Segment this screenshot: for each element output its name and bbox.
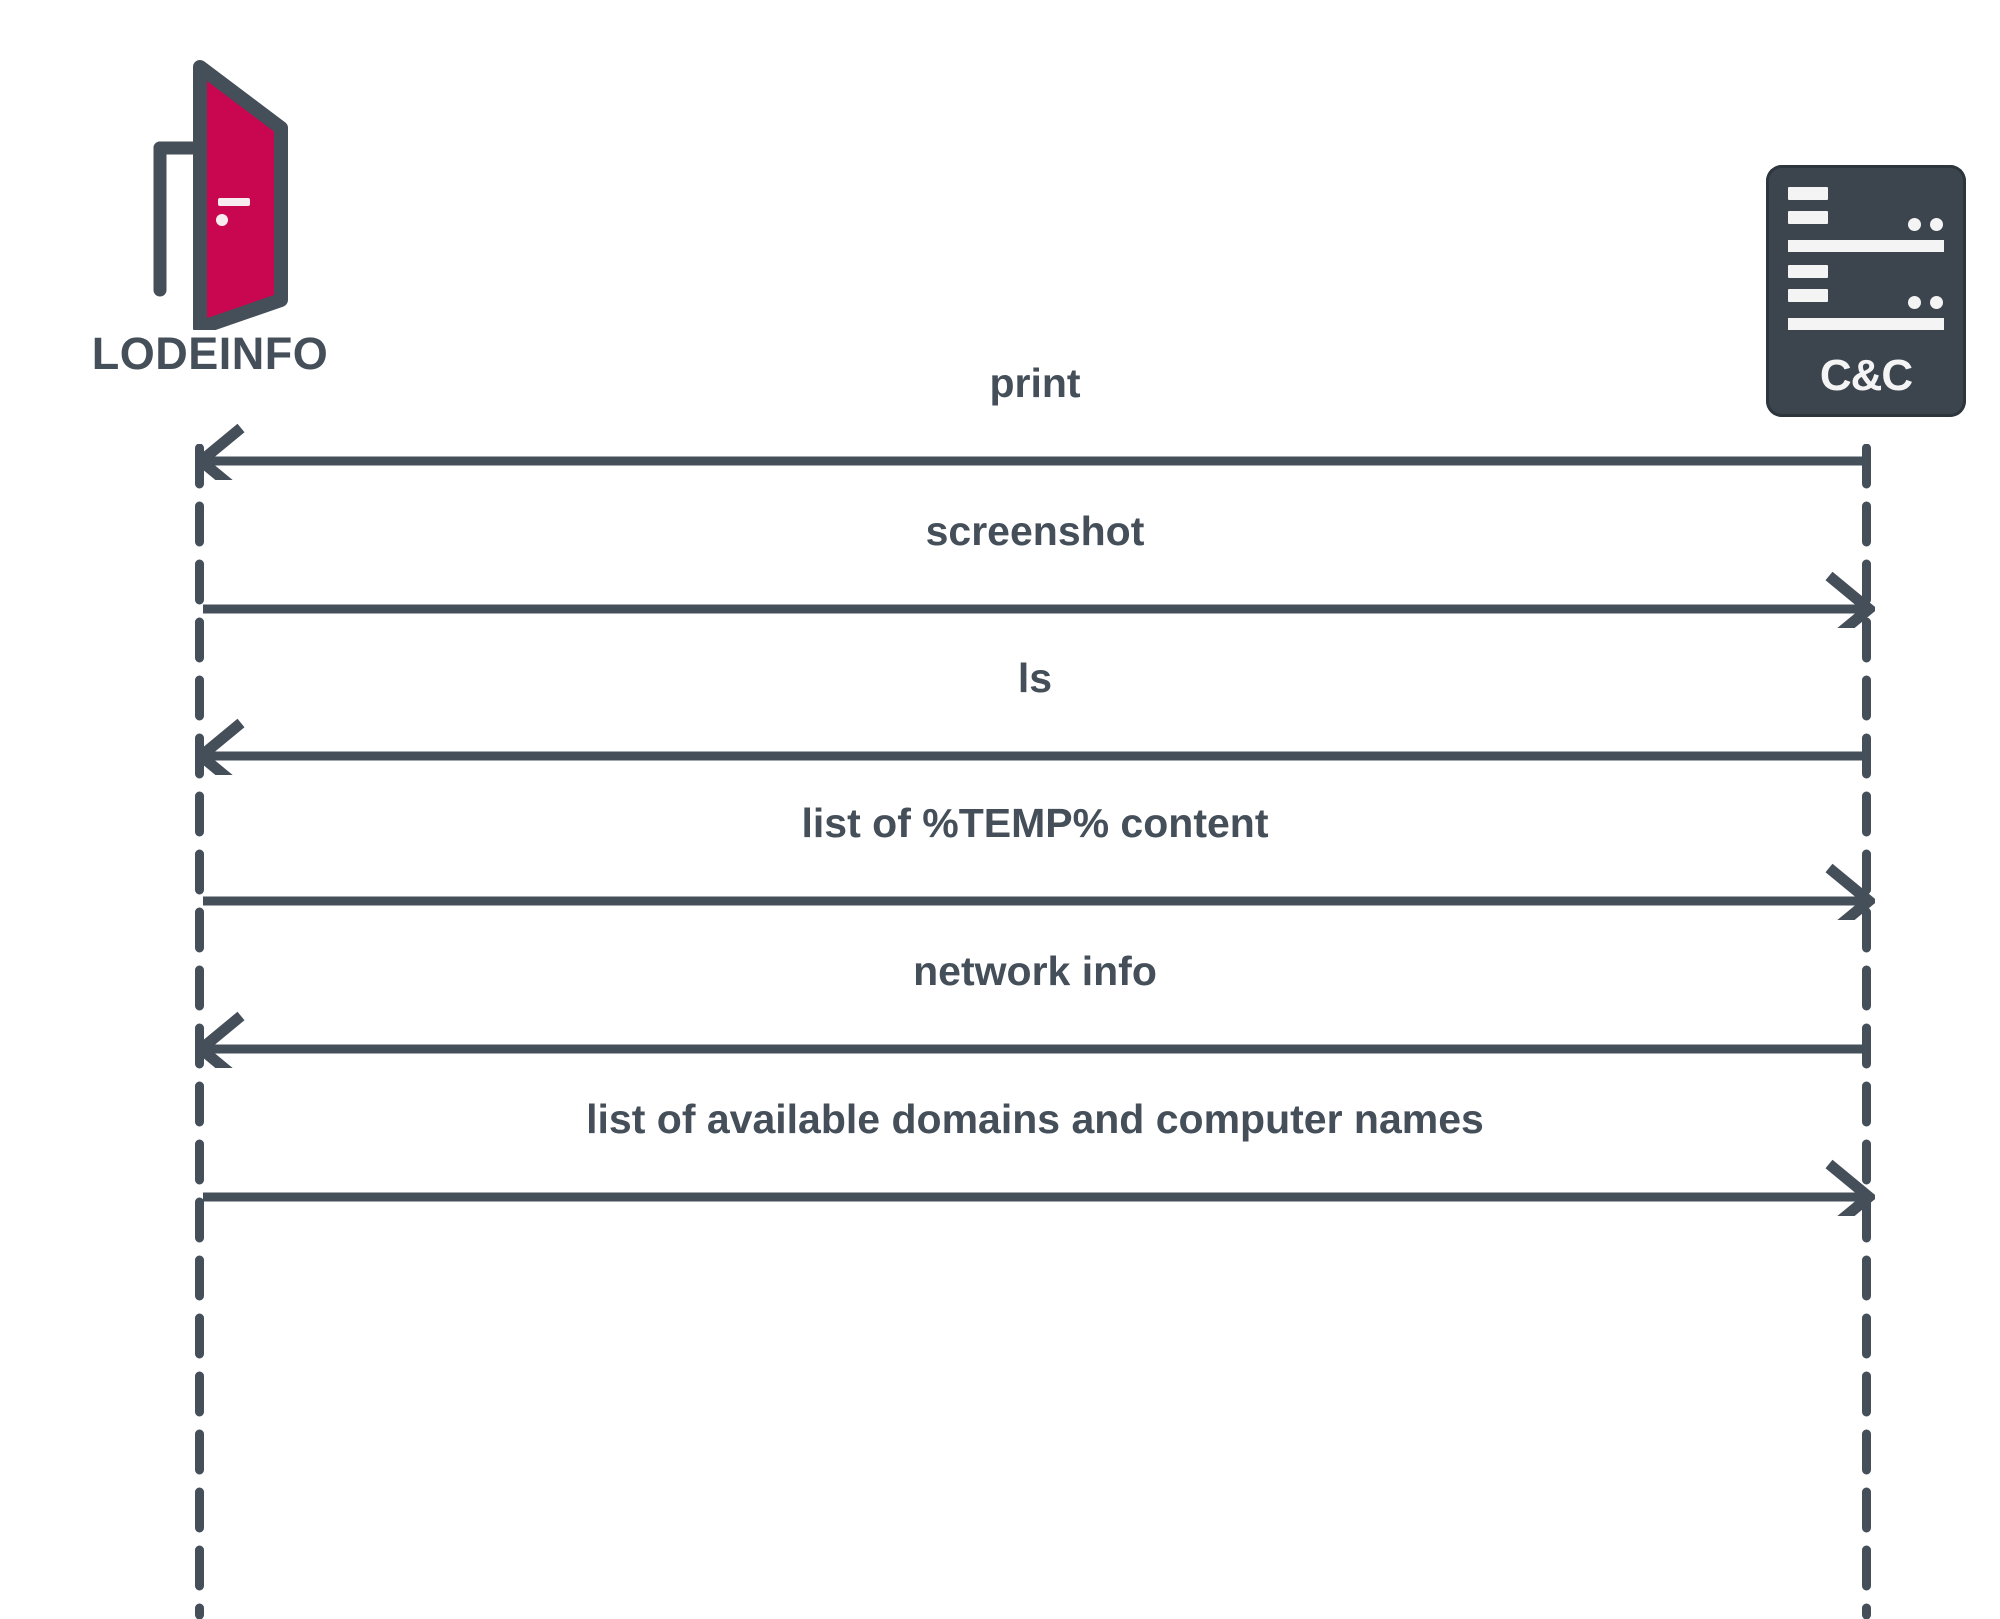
actor-lodeinfo: LODEINFO [60, 40, 360, 440]
server-bar [1788, 187, 1828, 200]
actor-lodeinfo-label: LODEINFO [91, 328, 329, 379]
message-row: network info [195, 948, 1875, 1068]
message-arrow-left [195, 412, 1875, 480]
message-arrow-right [195, 560, 1875, 628]
message-label: print [989, 360, 1081, 406]
message-label: list of %TEMP% content [801, 800, 1269, 846]
server-icon: C&C [1766, 165, 1966, 417]
server-led [1908, 218, 1921, 231]
lifeline-lodeinfo [195, 444, 204, 1619]
server-bar [1788, 289, 1828, 302]
server-bar [1788, 211, 1828, 224]
message-row: screenshot [195, 508, 1875, 628]
message-arrow-right [195, 1148, 1875, 1216]
server-led [1930, 296, 1943, 309]
message-row: list of available domains and computer n… [195, 1096, 1875, 1216]
message-label: screenshot [925, 508, 1145, 554]
message-arrow-left [195, 707, 1875, 775]
actor-cnc-label: C&C [1819, 351, 1913, 400]
message-label: list of available domains and computer n… [586, 1096, 1484, 1142]
message-row: list of %TEMP% content [195, 800, 1875, 920]
server-led [1930, 218, 1943, 231]
server-divider [1788, 318, 1944, 330]
actor-cnc: C&C [1766, 165, 1966, 417]
message-row: print [195, 360, 1875, 480]
message-arrow-left [195, 1000, 1875, 1068]
lifeline-cnc [1862, 444, 1871, 1619]
message-label: network info [913, 948, 1157, 994]
message-label: ls [1017, 655, 1053, 701]
server-divider [1788, 240, 1944, 252]
server-bar [1788, 265, 1828, 278]
open-door-icon [60, 40, 360, 335]
message-arrow-right [195, 852, 1875, 920]
message-row: ls [195, 655, 1875, 775]
server-led [1908, 296, 1921, 309]
